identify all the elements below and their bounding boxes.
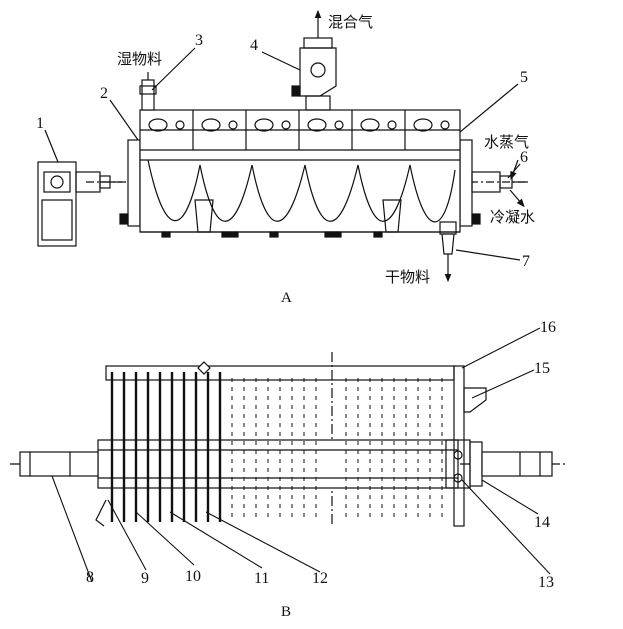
callout-b-16: 16: [540, 319, 556, 336]
callout-a-1: 1: [36, 115, 44, 132]
callout-a-5: 5: [520, 69, 528, 86]
figure-b: [10, 352, 565, 527]
rotary-joint: [471, 171, 528, 193]
hidden-blades: [231, 378, 443, 522]
callout-b-12: 12: [312, 570, 328, 587]
label-condensate: 冷凝水: [490, 208, 535, 226]
callout-a-4: 4: [250, 37, 258, 54]
dry-material-outlet: [439, 221, 457, 283]
wet-material-inlet: [139, 72, 157, 111]
callout-a-6: 6: [520, 149, 528, 166]
leader-lines-b: [51, 327, 551, 583]
spiral-blades: [147, 159, 456, 223]
callout-a-7: 7: [522, 253, 530, 270]
solid-blades: [110, 372, 222, 522]
diamond-marker: [197, 361, 211, 375]
drive-motor: [37, 161, 122, 247]
caption-a: A: [281, 290, 292, 306]
callout-b-10: 10: [185, 568, 201, 585]
label-dry-material: 干物料: [385, 268, 430, 286]
exhaust-hood: [291, 9, 337, 111]
callout-b-9: 9: [141, 570, 149, 587]
label-wet-material: 湿物料: [117, 50, 162, 68]
callout-a-3: 3: [195, 32, 203, 49]
callout-b-8: 8: [86, 569, 94, 586]
callout-b-13: 13: [538, 574, 554, 591]
callout-a-2: 2: [100, 85, 108, 102]
caption-b: B: [281, 604, 291, 620]
callout-b-11: 11: [254, 570, 269, 587]
figure-a: [37, 9, 528, 283]
dryer-shell: [127, 109, 473, 233]
callout-b-15: 15: [534, 360, 550, 377]
label-mixed-gas: 混合气: [328, 13, 373, 31]
callout-b-14: 14: [534, 514, 550, 531]
sight-glasses: [148, 118, 450, 132]
label-steam: 水蒸气: [484, 133, 529, 151]
